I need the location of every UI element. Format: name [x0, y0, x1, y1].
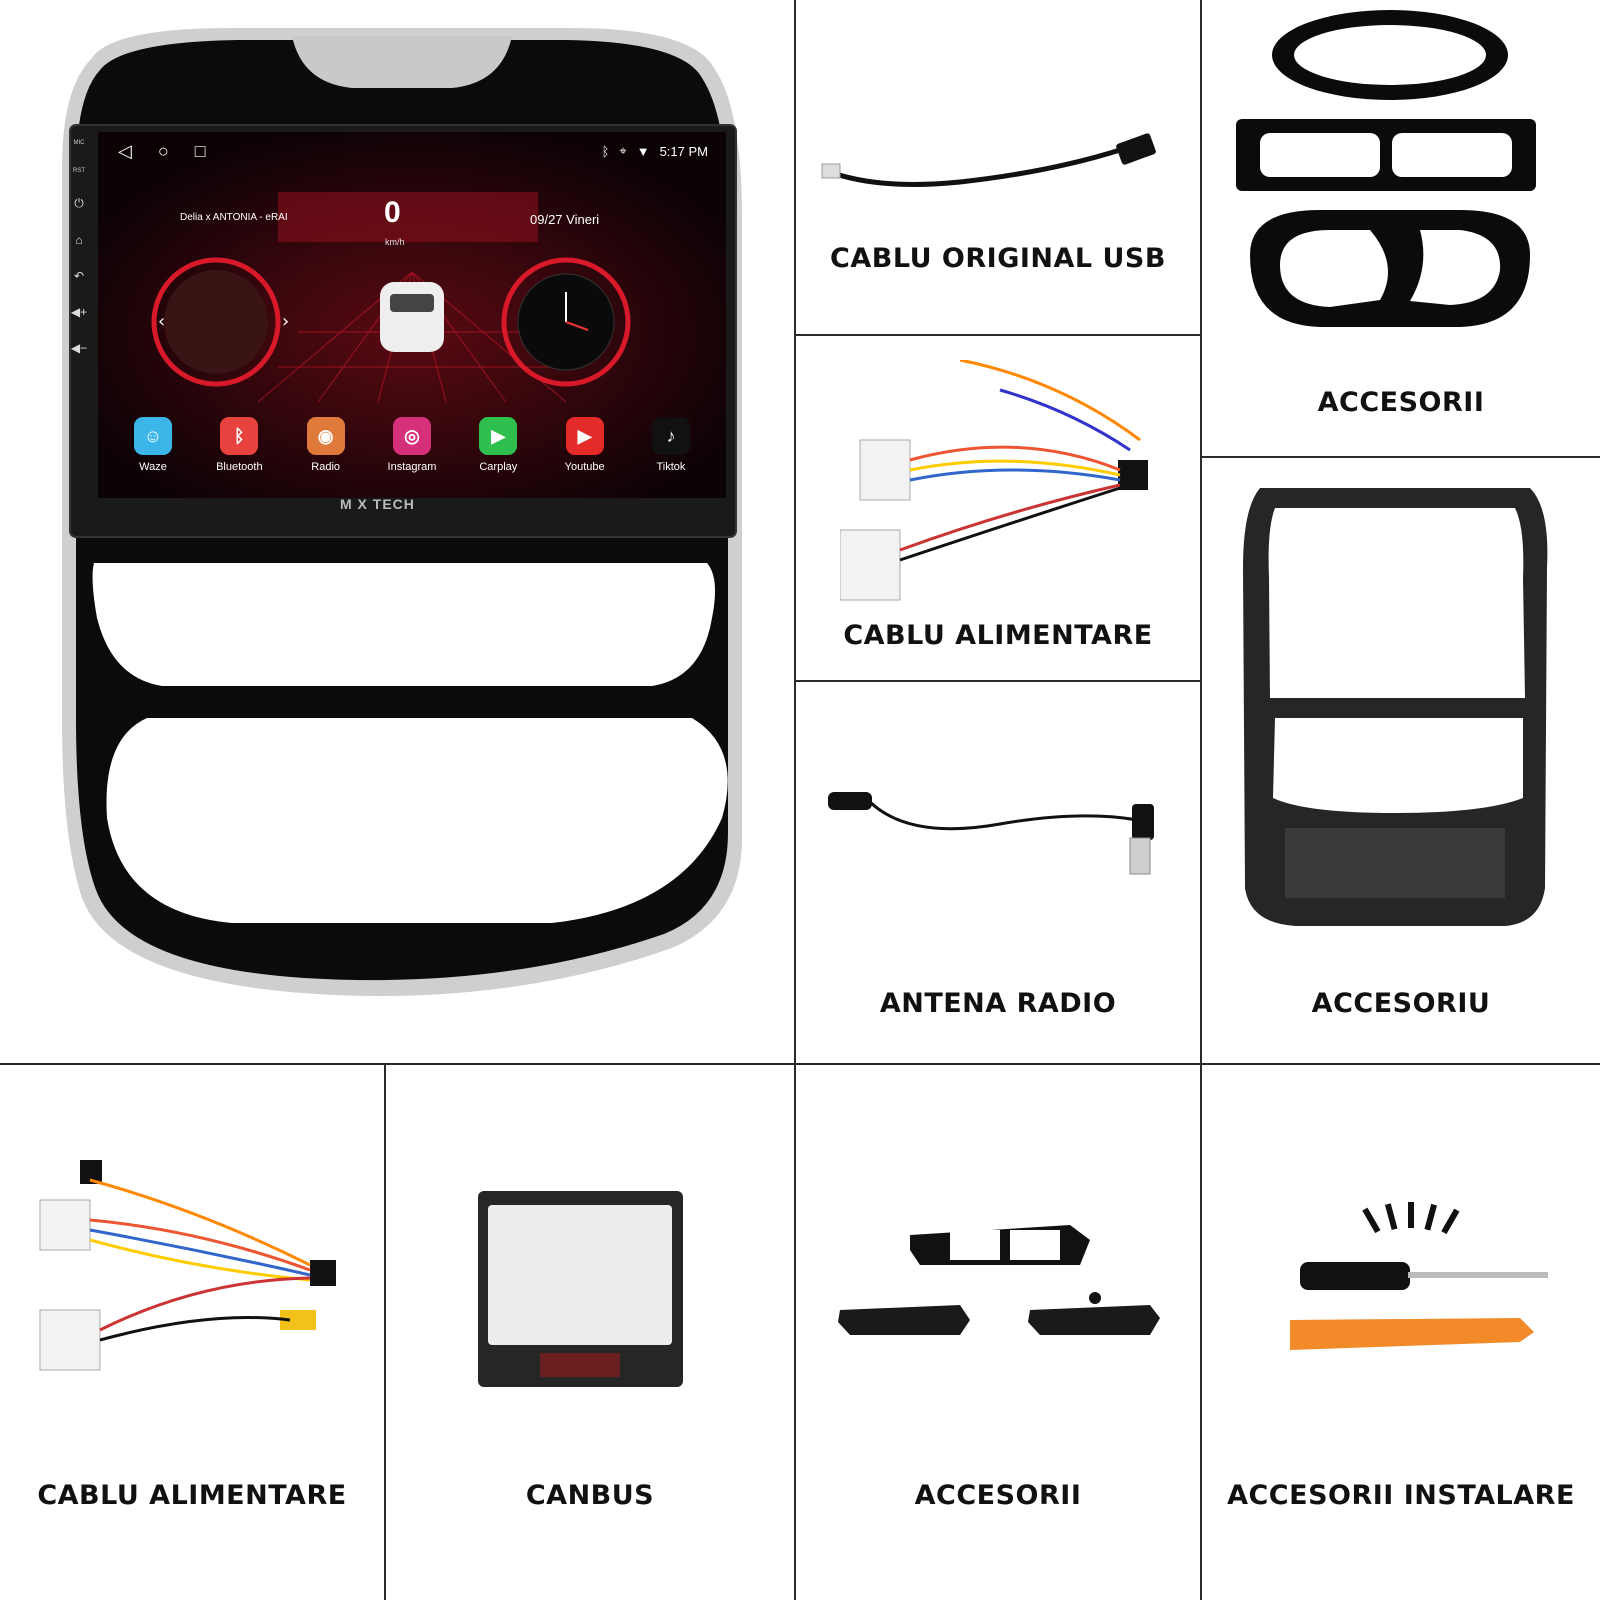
divider-horizontal-mid-2 [794, 680, 1202, 682]
divider-vertical-1 [794, 0, 796, 1600]
bluetooth-status-icon: ᛒ [601, 143, 610, 159]
volume-up-icon[interactable]: ◀+ [70, 305, 88, 319]
caption-accessories-bottom: ACCESORII [914, 1480, 1082, 1511]
caption-power-cable-mid: CABLU ALIMENTARE [843, 620, 1153, 651]
app-label: Carplay [479, 461, 518, 473]
youtube-icon: ▶ [565, 417, 604, 455]
speed-unit: km/h [385, 237, 405, 247]
caption-canbus: CANBUS [525, 1480, 655, 1511]
waze-icon: ☺ [134, 417, 172, 455]
divider-vertical-3 [384, 1063, 386, 1600]
caption-usb-cable: CABLU ORIGINAL USB [830, 243, 1166, 274]
caption-power-cable-bottom: CABLU ALIMENTARE [37, 1480, 347, 1511]
headunit-screen: ‹ › ◁ ○ □ ᛒ ⌖ ▼ 5:17 PM Delia x ANTONIA … [98, 132, 726, 498]
divider-horizontal-main [0, 1063, 1600, 1065]
location-icon: ⌖ [619, 143, 627, 158]
app-tiktok[interactable]: ♪ Tiktok [636, 417, 706, 473]
canbus-box-image [478, 1191, 683, 1387]
power-icon[interactable]: ⏻ [74, 196, 84, 210]
radio-icon: ◉ [306, 417, 345, 455]
caption-installation-accessories: ACCESORII INSTALARE [1227, 1480, 1575, 1511]
divider-horizontal-mid-1 [794, 334, 1202, 336]
installation-tools-image [1290, 1202, 1548, 1350]
mounting-brackets-image [838, 1225, 1160, 1335]
svg-text:›: › [282, 311, 289, 332]
carplay-icon: ▶ [479, 417, 518, 455]
tiktok-icon: ♪ [651, 417, 690, 455]
app-youtube[interactable]: ▶ Youtube [550, 417, 620, 473]
brand-logo: M X TECH [340, 496, 415, 512]
app-label: Instagram [387, 461, 437, 473]
recent-apps-icon[interactable]: □ [194, 141, 206, 161]
now-playing-track: Delia x ANTONIA - eRAI [180, 212, 288, 223]
back-nav-icon[interactable]: ◁ [118, 141, 132, 161]
mounting-frame-image [1243, 488, 1548, 926]
wifi-icon: ▼ [636, 143, 650, 159]
back-icon[interactable]: ↶ [73, 269, 85, 283]
day-value: Vineri [566, 212, 600, 227]
status-time: 5:17 PM [659, 143, 708, 159]
date-display: 09/27 Vineri [530, 212, 599, 227]
caption-accessories-top: ACCESORII [1317, 387, 1485, 418]
status-bar: ◁ ○ □ ᛒ ⌖ ▼ 5:17 PM [98, 140, 726, 164]
volume-down-icon[interactable]: ◀− [70, 341, 88, 355]
bezel-trims-image [1236, 10, 1536, 327]
date-value: 09/27 [530, 212, 563, 227]
rst-label: RST [73, 168, 85, 174]
app-label: Youtube [564, 461, 605, 473]
divider-horizontal-right [1200, 456, 1600, 458]
home-icon[interactable]: ⌂ [75, 233, 83, 247]
app-bluetooth[interactable]: ᛒ Bluetooth [204, 417, 274, 473]
instagram-icon: ◎ [392, 417, 431, 455]
svg-text:‹: ‹ [158, 311, 165, 332]
caption-radio-antenna: ANTENA RADIO [879, 988, 1117, 1019]
app-waze[interactable]: ☺ Waze [118, 417, 188, 473]
bluetooth-icon: ᛒ [220, 417, 259, 455]
radio-antenna-image [828, 792, 1154, 875]
usb-cable-image [821, 133, 1156, 187]
power-harness-bottom-image [39, 1160, 336, 1371]
speed-value: 0 [384, 196, 401, 229]
headunit-side-buttons: MIC RST ⏻ ⌂ ↶ ◀+ ◀− [66, 140, 92, 355]
app-label: Tiktok [656, 461, 686, 473]
home-nav-icon[interactable]: ○ [157, 141, 169, 161]
app-label: Waze [139, 461, 167, 473]
mic-label: MIC [73, 140, 85, 146]
power-harness-image [840, 360, 1148, 601]
app-label: Bluetooth [216, 461, 263, 473]
app-radio[interactable]: ◉ Radio [291, 417, 361, 473]
divider-vertical-2 [1200, 0, 1202, 1600]
app-label: Radio [311, 461, 341, 473]
app-carplay[interactable]: ▶ Carplay [463, 417, 533, 473]
caption-accessory-frame: ACCESORIU [1311, 988, 1491, 1019]
app-instagram[interactable]: ◎ Instagram [377, 417, 447, 473]
